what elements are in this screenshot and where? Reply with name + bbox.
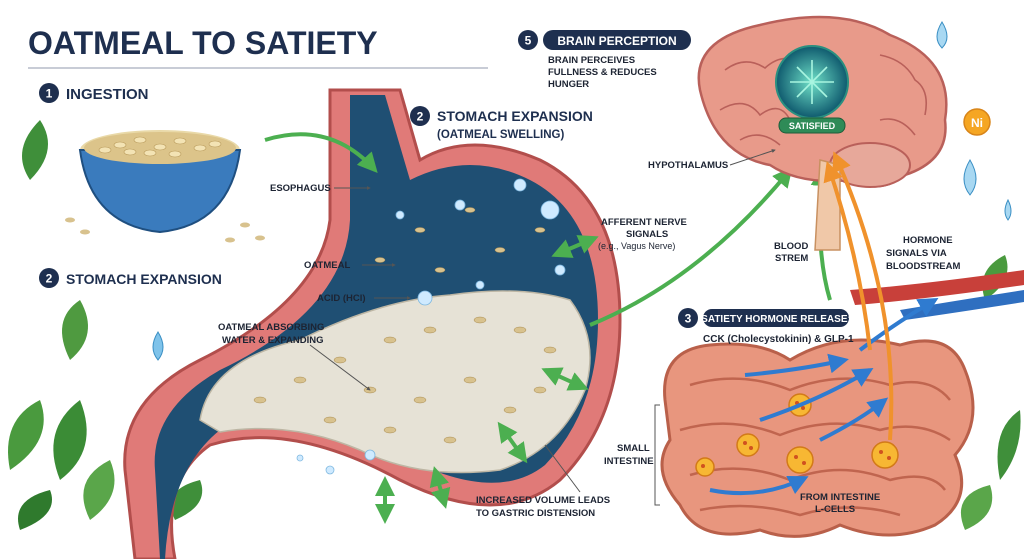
step-1-number: 1 xyxy=(46,87,53,101)
hypothalamus-label: HYPOTHALAMUS xyxy=(648,160,728,171)
absorbing-pointer xyxy=(309,344,371,391)
step-5-sub-2: FULLNESS & REDUCES xyxy=(548,67,657,78)
increased-label-1: INCREASED VOLUME LEADS xyxy=(476,495,610,506)
afferent-label-2: SIGNALS xyxy=(626,229,668,240)
blood-label-1: BLOOD xyxy=(774,241,808,252)
hormone-blood-arrows xyxy=(709,298,939,496)
hormone-to-brain-arrows xyxy=(823,151,894,441)
stomach-expansion-arrows xyxy=(375,235,599,524)
satisfied-label: SATISFIED xyxy=(789,121,836,131)
step-2a-label: STOMACH EXPANSION xyxy=(437,108,593,124)
step-5-sub-1: BRAIN PERCEIVES xyxy=(548,55,635,66)
ingestion-arrow xyxy=(264,132,378,173)
from-intestine-label-1: FROM INTESTINE xyxy=(800,492,880,503)
small-intestine-bracket xyxy=(654,404,660,506)
nutrient-badge-icon xyxy=(963,108,991,136)
step-1-badge xyxy=(39,83,59,103)
step-5-badge xyxy=(518,30,538,50)
acid-label: ACID (HCl) xyxy=(317,293,366,304)
step-2a-sub: (OATMEAL SWELLING) xyxy=(437,129,565,141)
oatmeal-label: OATMEAL xyxy=(304,260,350,271)
step-2a-number: 2 xyxy=(417,110,424,124)
step-1-label: INGESTION xyxy=(66,86,149,103)
blood-label-2: STREM xyxy=(775,253,808,264)
from-intestine-label-2: L-CELLS xyxy=(815,504,855,515)
page-title: OATMEAL TO SATIETY xyxy=(28,25,378,61)
step-3-label: SATIETY HORMONE RELEASE: xyxy=(701,314,851,325)
step-5-pill xyxy=(543,30,691,50)
step-5-number: 5 xyxy=(525,34,532,48)
step-5-label: BRAIN PERCEPTION xyxy=(557,34,676,48)
leaves-left xyxy=(8,120,203,530)
hormone-label-1: HORMONE xyxy=(903,235,953,246)
small-intestine-illustration xyxy=(660,338,975,538)
brain-illustration xyxy=(697,15,948,251)
oat-bowl xyxy=(65,130,265,243)
satisfied-badge xyxy=(778,117,846,134)
step-3-badge xyxy=(678,308,698,328)
nutrient-badge-label: Ni xyxy=(971,116,983,130)
hormone-label-3: BLOODSTREAM xyxy=(886,261,961,272)
step-2b-number: 2 xyxy=(46,272,53,286)
stomach-illustration xyxy=(123,88,622,559)
hormone-label-2: SIGNALS VIA xyxy=(886,248,947,259)
small-intestine-label-2: INTESTINE xyxy=(604,456,654,467)
step-2a-badge xyxy=(410,106,430,126)
step-2b-badge xyxy=(39,268,59,288)
step-2b-label: STOMACH EXPANSION xyxy=(66,271,222,287)
increased-pointer xyxy=(544,444,581,493)
step-3-number: 3 xyxy=(685,312,692,326)
water-drop-icons xyxy=(152,21,1012,361)
esophagus-label: ESOPHAGUS xyxy=(270,183,331,194)
step-3-sub: CCK (Cholecystokinin) & GLP-1 xyxy=(703,334,854,345)
absorbing-label-1: OATMEAL ABSORBING xyxy=(218,322,324,333)
afferent-nerve-arrow xyxy=(589,166,793,327)
small-intestine-label-1: SMALL xyxy=(617,443,650,454)
step-5-sub-3: HUNGER xyxy=(548,79,589,90)
afferent-label-3: (e.g., Vagus Nerve) xyxy=(598,241,675,251)
afferent-label-1: AFFERENT NERVE xyxy=(601,217,687,228)
hypothalamus-pointer xyxy=(729,149,776,166)
increased-label-2: TO GASTRIC DISTENSION xyxy=(476,508,595,519)
absorbing-label-2: WATER & EXPANDING xyxy=(222,335,324,346)
step-3-pill xyxy=(703,309,849,327)
